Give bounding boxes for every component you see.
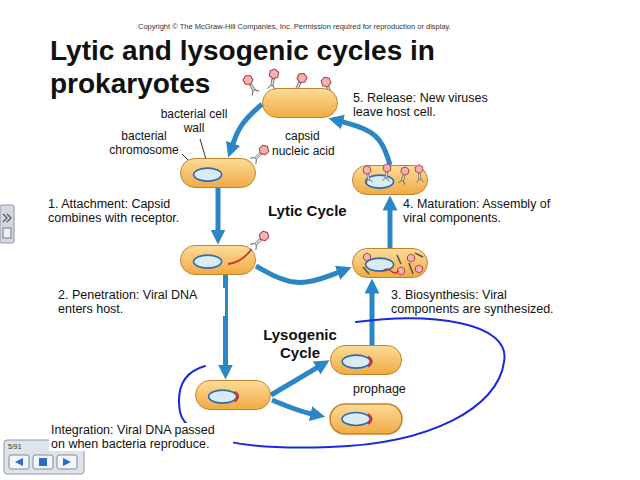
part-label: bacterial cell wall: [160, 107, 228, 135]
bacterial-chromosome: [342, 355, 370, 368]
phage-symbol: [382, 163, 391, 181]
bacterial-cell: 4. Maturation: Assembly of viral compone…: [352, 165, 428, 195]
page-number: 5/91: [8, 443, 22, 451]
cycle-arrow: [256, 266, 339, 282]
bacterial-chromosome: [366, 175, 394, 188]
cell-contents: [353, 166, 427, 194]
bacterial-cell: 2. Penetration: Viral DNA enters host.: [180, 245, 256, 275]
toolbar-icon: [0, 205, 14, 243]
cycle-label: Lytic Cycle: [268, 202, 347, 220]
cycle-arrow: [370, 292, 375, 345]
cycle-arrow: [216, 188, 221, 231]
part-label: nucleic acid: [272, 144, 335, 158]
viral-dna: [228, 249, 252, 264]
cycle-arrow: [233, 104, 262, 145]
cell-contents: [181, 159, 255, 187]
step-caption: prophage: [351, 382, 408, 396]
bacterial-chromosome: [194, 168, 222, 181]
bacterial-chromosome: [194, 255, 222, 268]
bacterial-cell: 5. Release: New viruses leave host cell.: [262, 88, 338, 118]
viral-dna: [368, 357, 372, 367]
part-label: bacterial chromosome: [98, 129, 190, 157]
split-arrow: [272, 400, 312, 414]
bacterial-cell: prophage: [330, 345, 402, 375]
bacterial-cell: 1. Attachment: Capsid combines with rece…: [180, 158, 256, 188]
step-caption: 5. Release: New viruses leave host cell.: [351, 91, 520, 119]
step-caption: 3. Biosynthesis: Viral components are sy…: [389, 288, 578, 316]
cell-contents: [263, 89, 337, 117]
phage-symbol: [398, 166, 410, 185]
step-caption: 1. Attachment: Capsid combines with rece…: [46, 197, 210, 225]
phage-symbol: [415, 164, 424, 182]
bacterial-chromosome: [209, 390, 237, 403]
copyright-note: Copyright © The McGraw-Hill Companies, I…: [138, 22, 451, 31]
tail-symbol: [397, 255, 401, 264]
cell-contents: [353, 249, 427, 277]
viral-dna: [383, 269, 399, 273]
cycle-arrow: [271, 367, 318, 395]
capsid-symbol: [364, 253, 371, 261]
step-caption: 4. Maturation: Assembly of viral compone…: [401, 197, 575, 225]
viral-dna: [235, 392, 239, 402]
bacterial-cell: Integration: Viral DNA passed on when ba…: [195, 380, 271, 410]
phage-symbol: [363, 165, 373, 183]
tail-symbol: [415, 253, 423, 257]
cell-contents: [196, 381, 270, 409]
tail-symbol: [409, 263, 413, 274]
step-caption: Integration: Viral DNA passed on when ba…: [49, 423, 233, 451]
cycle-arrow: [388, 209, 393, 248]
tail-symbol: [363, 267, 369, 274]
capsid-symbol: [416, 265, 423, 273]
part-label: capsid: [285, 129, 320, 143]
cycle-arrow: [342, 122, 390, 165]
cell-contents: [331, 346, 401, 374]
capsid-symbol: [408, 254, 415, 262]
step-caption: 2. Penetration: Viral DNA enters host.: [56, 288, 225, 316]
bacterial-cell: [330, 404, 402, 434]
bacterial-cell: 3. Biosynthesis: Viral components are sy…: [352, 248, 428, 278]
cell-contents: [181, 246, 255, 274]
